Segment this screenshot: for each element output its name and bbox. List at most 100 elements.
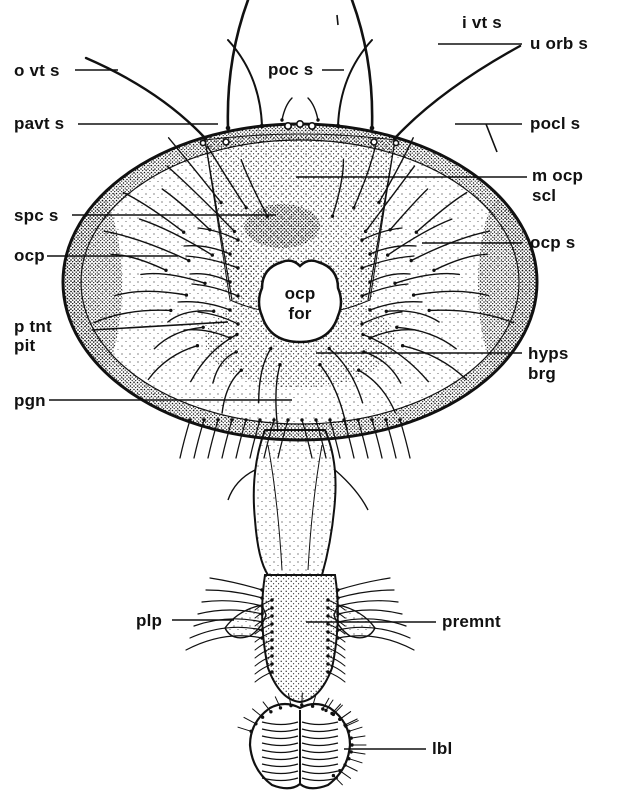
bristle-socket (301, 704, 303, 706)
bristle-socket (229, 337, 231, 339)
bristle-socket (273, 419, 275, 421)
label-poc-s: poc s (268, 61, 313, 78)
bristle-socket (261, 716, 263, 718)
bristle-socket (396, 326, 398, 328)
bristle-socket (229, 281, 231, 283)
bristle-socket (287, 419, 289, 421)
bristle (328, 672, 345, 682)
bristle-socket (343, 419, 345, 421)
bristle-socket (315, 419, 317, 421)
bristle-socket (336, 124, 340, 128)
bristle-socket (350, 737, 352, 739)
bristle-socket (271, 615, 273, 617)
bristle (338, 636, 414, 650)
bristle-socket (348, 730, 350, 732)
bristle (338, 601, 398, 606)
bristle (349, 759, 362, 763)
label-p-tnt: p tnt (14, 318, 52, 335)
bristle-socket (361, 295, 363, 297)
bristle-socket (401, 345, 403, 347)
bristle-socket (237, 323, 239, 325)
bristle (400, 420, 410, 458)
bristle-socket (348, 758, 350, 760)
bristle-socket (362, 333, 364, 335)
bristle-socket (327, 671, 329, 673)
bristle-socket (170, 309, 172, 311)
bristle-socket (211, 254, 213, 256)
bristle (180, 420, 190, 458)
label-hyps: hyps (528, 345, 568, 362)
bristle (186, 636, 262, 650)
bristle (244, 717, 256, 723)
bristle-socket (428, 309, 430, 311)
bristle-socket (361, 267, 363, 269)
bristle-socket (327, 639, 329, 641)
bristle-socket (327, 663, 329, 665)
bristle-socket (189, 419, 191, 421)
bristle-socket (364, 230, 366, 232)
bristle-socket (322, 708, 324, 710)
bristle-socket (393, 136, 397, 140)
bristle-socket (237, 239, 239, 241)
bristle-socket (203, 419, 205, 421)
bristle-socket (301, 419, 303, 421)
bristle-socket (245, 207, 247, 209)
bristle-socket (353, 207, 355, 209)
bristle-socket (357, 419, 359, 421)
bristle-socket (371, 419, 373, 421)
bristle-socket (165, 269, 167, 271)
neck-rostrum (228, 430, 368, 575)
bristle (340, 712, 351, 720)
bristle-socket (271, 655, 273, 657)
bristle-socket (279, 364, 281, 366)
bristle-socket (399, 419, 401, 421)
median-occipital-sclerite (205, 134, 395, 388)
bristle-socket (271, 647, 273, 649)
label-o-vt-s: o vt s (14, 62, 60, 79)
bristle-socket (327, 631, 329, 633)
bristle-socket (213, 310, 215, 312)
label-lbl: lbl (432, 740, 452, 757)
bristle-socket (387, 254, 389, 256)
bristle-socket (358, 369, 360, 371)
bristle-socket (281, 119, 283, 121)
label-spc-s: spc s (14, 207, 58, 224)
bristle (338, 578, 390, 590)
bristle-socket (317, 119, 319, 121)
bristle-socket (279, 707, 281, 709)
bristle-socket (351, 744, 353, 746)
label-plp: plp (136, 612, 162, 629)
label-pocl-s: pocl s (530, 115, 580, 132)
bristle (340, 771, 351, 779)
bristle-socket (331, 215, 333, 217)
bristle-socket (255, 723, 257, 725)
bristle-socket (361, 239, 363, 241)
bristle-socket (361, 323, 363, 325)
bristle (282, 98, 292, 120)
bristle (253, 709, 263, 717)
bristle-socket (394, 282, 396, 284)
bristle-socket (331, 712, 333, 714)
label-ocp: ocp (14, 247, 45, 264)
bristle (351, 736, 365, 738)
bristle-socket (369, 309, 371, 311)
label-premnt: premnt (442, 613, 501, 630)
bristle-socket (271, 631, 273, 633)
bristle-socket (350, 751, 352, 753)
bristle (349, 727, 362, 731)
bristle-socket (370, 126, 374, 130)
bristle-socket (235, 351, 237, 353)
label-scl: scl (532, 187, 556, 204)
bristle-socket (271, 639, 273, 641)
bristle-socket (385, 419, 387, 421)
bristle (338, 590, 394, 598)
label-i-vt-s: i vt s (462, 14, 502, 31)
bristle-socket (271, 607, 273, 609)
bristle-socket (270, 347, 272, 349)
bristle-socket (378, 201, 380, 203)
bristle-socket (329, 419, 331, 421)
bristle-socket (369, 253, 371, 255)
bristle-socket (261, 589, 263, 591)
bristle-socket (415, 231, 417, 233)
bristle-socket (260, 124, 264, 128)
